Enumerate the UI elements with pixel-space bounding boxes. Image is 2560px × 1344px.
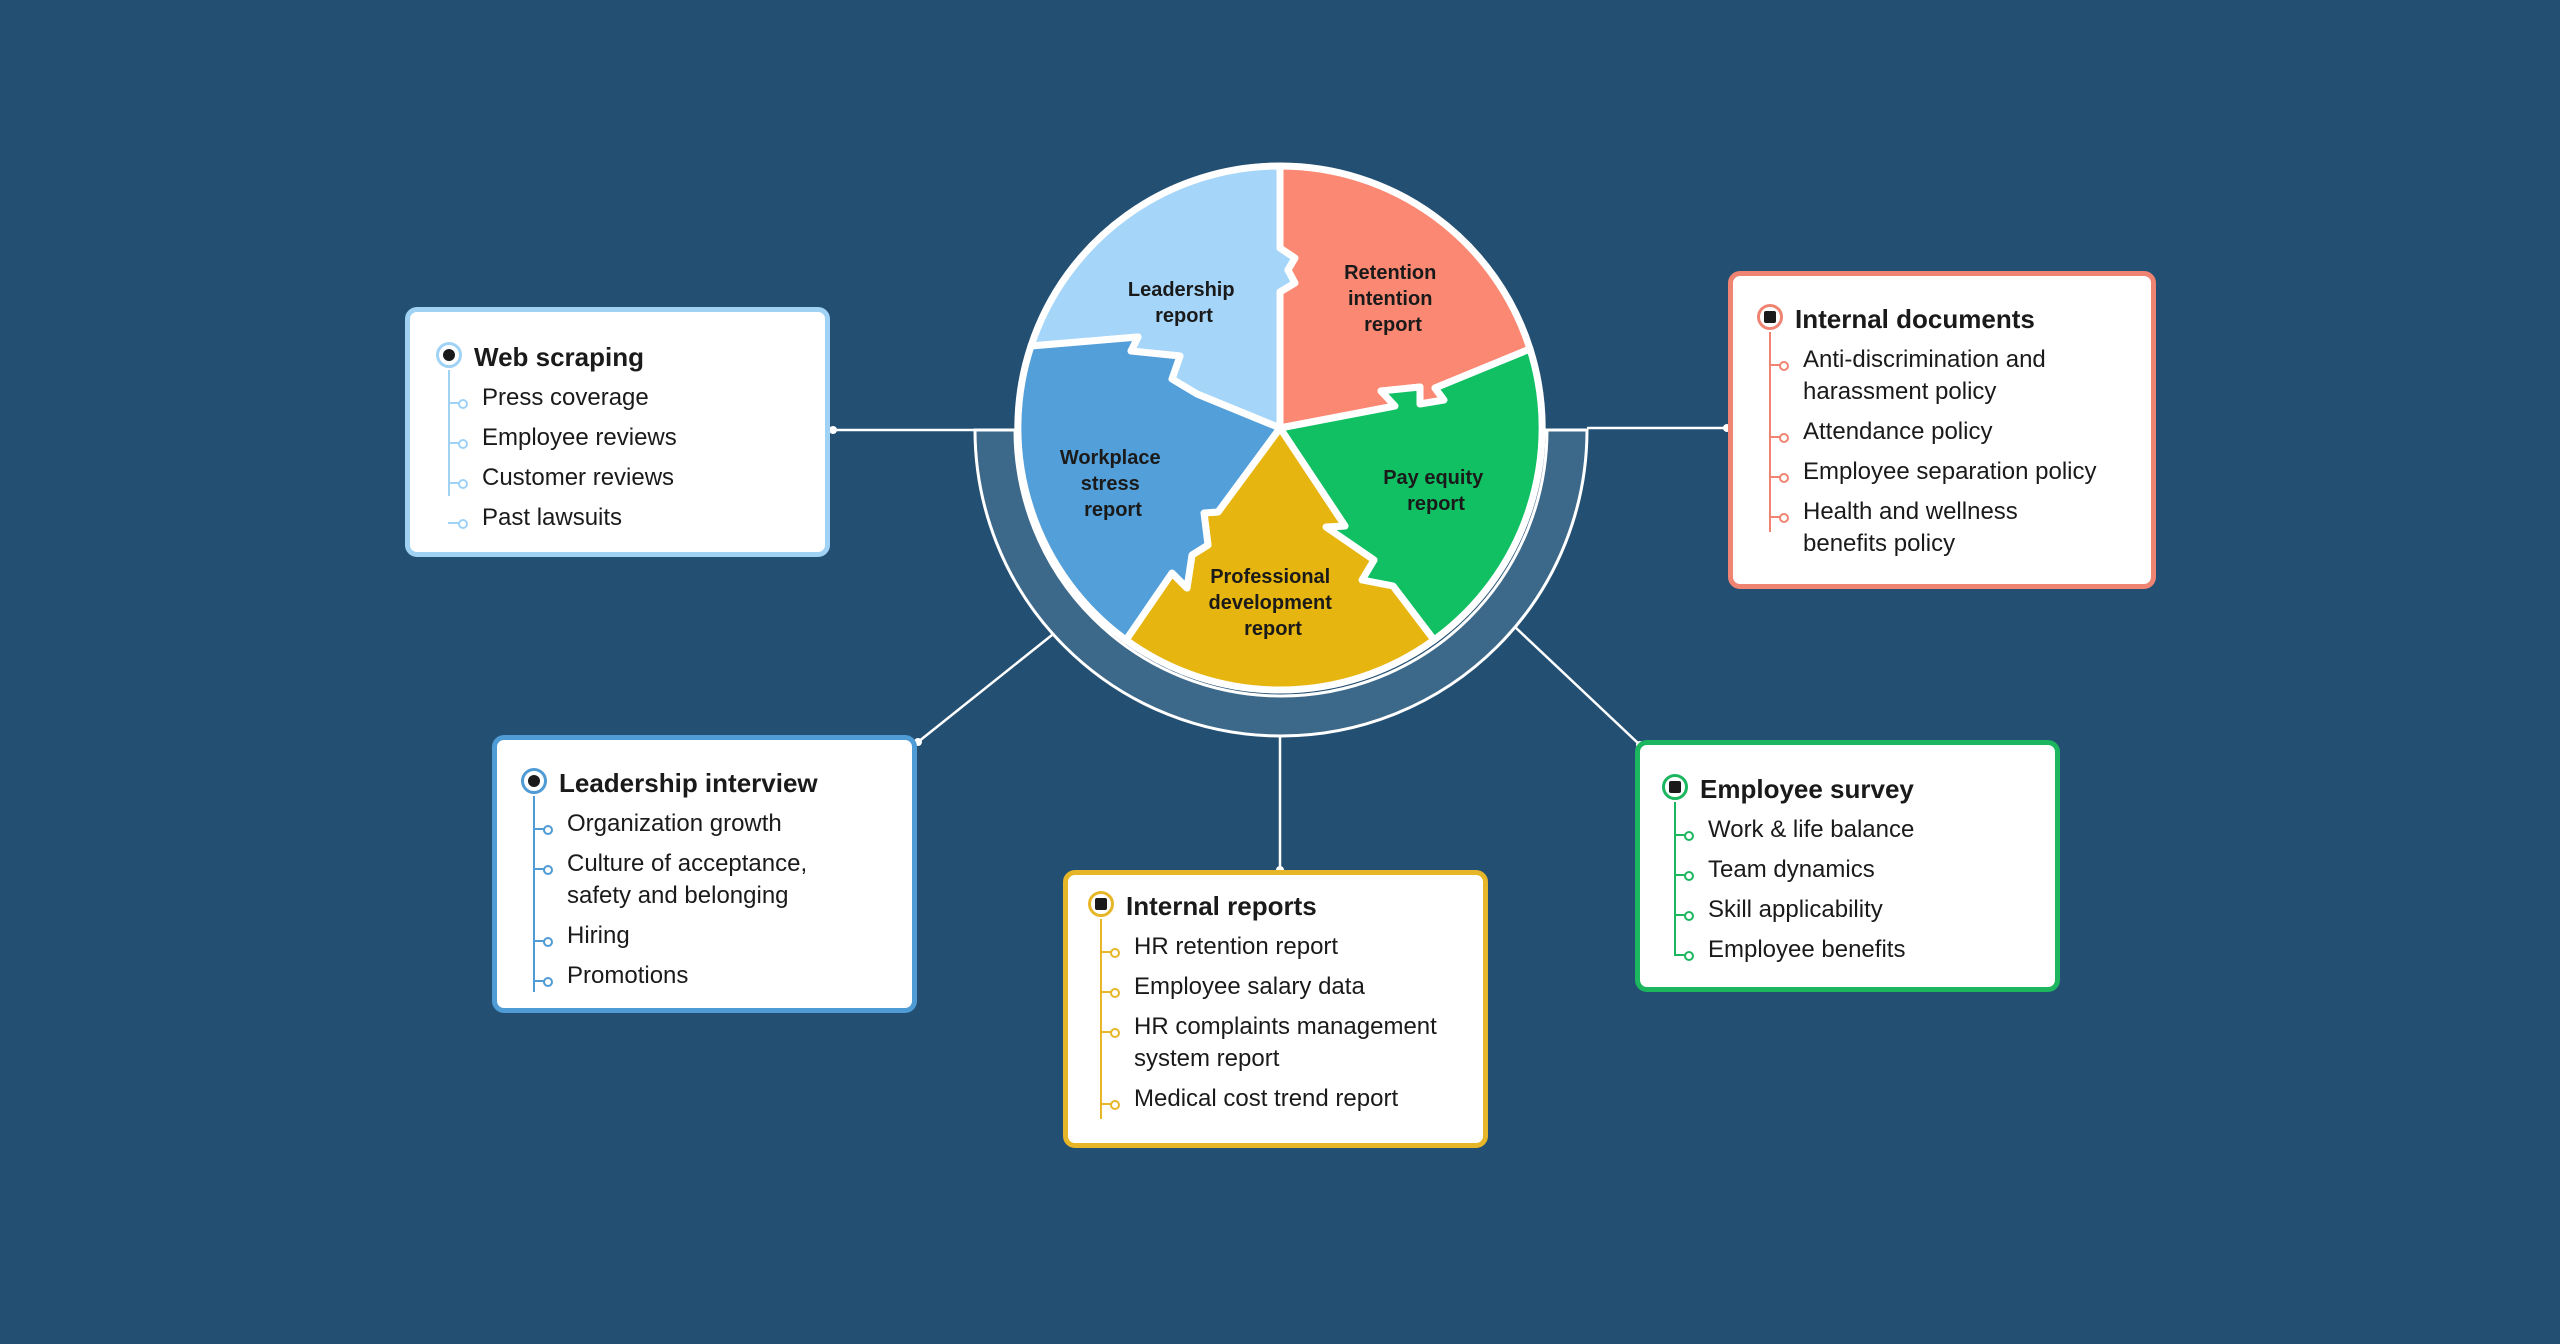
list-item: Hiring (567, 922, 630, 949)
label-pay-equity-report: Pay equity report (1383, 467, 1489, 515)
list-item: Medical cost trend report (1134, 1085, 1399, 1112)
card-employee-survey: Employee survey Work & life balance Team… (1635, 740, 2060, 992)
card-title: Internal documents (1795, 304, 2035, 334)
globe-icon (436, 342, 462, 368)
document-icon (1757, 304, 1783, 330)
card-web-scraping: Web scraping Press coverage Employee rev… (405, 307, 830, 557)
list-item: Attendance policy (1803, 418, 1993, 445)
list-item: Press coverage (482, 384, 649, 411)
connector-lines (833, 426, 1727, 870)
item-list: Anti-discrimination and harassment polic… (1803, 344, 2143, 568)
list-item: Organization growth (567, 810, 782, 837)
list-item: HR retention report (1134, 933, 1339, 960)
item-list: HR retention report Employee salary data… (1134, 931, 1464, 1123)
item-list: Organization growth Culture of acceptanc… (567, 808, 867, 1000)
connector-leadership-interview (917, 634, 1053, 743)
list-item: Promotions (567, 962, 689, 989)
card-title: Web scraping (474, 342, 645, 372)
label-retention-intention-report: Retention intention report (1344, 262, 1442, 336)
list-item: Health and wellness benefits policy (1803, 498, 2018, 557)
list-item: Employee reviews (482, 424, 677, 451)
item-list: Work & life balance Team dynamics Skill … (1708, 814, 2038, 974)
list-item: Skill applicability (1708, 896, 1883, 923)
report-icon (1088, 891, 1114, 917)
chat-bubble-icon (521, 768, 547, 794)
report-wheel: Leadership report Retention intention re… (1014, 162, 1546, 694)
list-item: Team dynamics (1708, 856, 1875, 883)
card-title: Employee survey (1700, 774, 1914, 804)
label-professional-development-report: Professional development report (1209, 566, 1338, 640)
list-item: Culture of acceptance, safety and belong… (567, 850, 808, 909)
connector-employee-survey (1514, 626, 1641, 746)
calculator-icon (1662, 774, 1688, 800)
list-item: Anti-discrimination and harassment polic… (1803, 346, 2046, 405)
wheel-rim (1015, 163, 1545, 693)
label-workplace-stress-report: Workplace stress report (1060, 447, 1166, 521)
connector-dot (829, 426, 837, 434)
list-item: Work & life balance (1708, 816, 1915, 843)
card-title: Internal reports (1126, 891, 1317, 921)
card-internal-reports: Internal reports HR retention report Emp… (1063, 870, 1488, 1148)
card-internal-documents: Internal documents Anti-discrimination a… (1728, 271, 2156, 589)
list-item: Customer reviews (482, 464, 675, 491)
item-list: Press coverage Employee reviews Customer… (482, 382, 812, 542)
wheel-outer-arc (973, 428, 1589, 738)
list-item: Employee benefits (1708, 936, 1906, 963)
list-item: Employee separation policy (1803, 458, 2097, 485)
list-item: Past lawsuits (482, 504, 623, 531)
card-leadership-interview: Leadership interview Organization growth… (492, 735, 917, 1013)
label-leadership-report: Leadership report (1128, 279, 1240, 327)
card-title: Leadership interview (559, 768, 818, 798)
list-item: HR complaints management system report (1134, 1013, 1437, 1072)
list-item: Employee salary data (1134, 973, 1365, 1000)
